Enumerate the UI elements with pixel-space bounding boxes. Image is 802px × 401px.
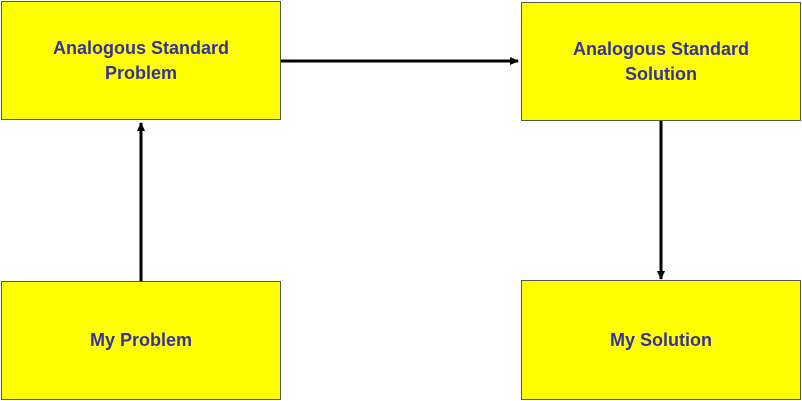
my-problem-label: My Problem	[89, 330, 193, 350]
my-problem-box: My Problem	[1, 281, 281, 400]
my-solution-box: My Solution	[521, 280, 801, 400]
analogous-standard-problem-label: Analogous Standard Problem	[52, 37, 229, 83]
my-solution-label: My Solution	[610, 329, 712, 350]
analogous-standard-solution-box: Analogous Standard Solution	[521, 2, 801, 121]
analogous-standard-problem-box: Analogous Standard Problem	[1, 1, 281, 120]
analogous-standard-solution-label: Analogous Standard Solution	[572, 38, 749, 84]
